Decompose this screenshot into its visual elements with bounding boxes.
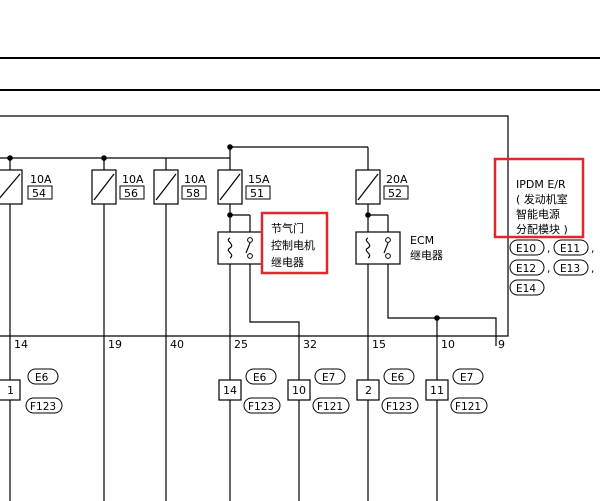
connector-label: E6 <box>253 372 267 384</box>
connector-label: F123 <box>386 401 412 413</box>
fuse-56-number: 56 <box>124 187 138 200</box>
connector-label: F123 <box>30 401 56 413</box>
throttle-relay-label-1: 节气门 <box>271 221 304 235</box>
connector-label: F123 <box>248 401 274 413</box>
fuse-56-amp: 10A <box>122 173 144 186</box>
fuse-51-amp: 15A <box>248 173 270 186</box>
wire-ecm-output <box>387 264 497 336</box>
module-comma: , <box>591 263 594 275</box>
fuse-58-number: 58 <box>186 187 200 200</box>
module-label-4: 分配模块 ) <box>516 223 568 236</box>
pin-number: 25 <box>234 338 248 351</box>
pin-number: 40 <box>170 338 184 351</box>
terminal-2: 2 E6 F123 <box>356 368 419 414</box>
module-connectors: E10 , E11 , E12 , E13 , E14 <box>509 239 594 296</box>
module-connector-e12: E12 <box>516 263 536 275</box>
terminal-10-e7: 10 E7 F121 <box>287 368 350 414</box>
pin-number: 15 <box>372 338 386 351</box>
module-label-2: ( 发动机室 <box>516 192 568 206</box>
fuse-58: 10A 58 <box>153 169 207 205</box>
connector-label: E7 <box>322 372 335 384</box>
terminal-number: 10 <box>292 384 306 397</box>
module-connector-e11: E11 <box>560 243 580 255</box>
module-connector-e14: E14 <box>516 283 536 295</box>
module-connector-e10: E10 <box>516 243 536 255</box>
module-connector-e13: E13 <box>560 263 580 275</box>
highlight-ipdm-module <box>493 157 585 239</box>
connector-label: E6 <box>35 372 49 384</box>
junction-dot <box>7 155 13 161</box>
module-label-3: 智能电源 <box>516 207 560 221</box>
pin-number: 9 <box>498 338 505 351</box>
ecm-relay <box>355 214 401 265</box>
terminal-number: 14 <box>223 384 237 397</box>
junction-dot <box>101 155 107 161</box>
fuse-56: 10A 56 <box>91 169 145 205</box>
module-comma: , <box>591 243 594 255</box>
connector-label: F121 <box>317 401 343 413</box>
throttle-relay <box>217 214 263 265</box>
fuse-54: 10A 54 <box>0 169 53 205</box>
ecm-relay-label-1: ECM <box>410 234 434 247</box>
throttle-relay-label-2: 控制电机 <box>271 238 315 252</box>
connector-label: F121 <box>455 401 481 413</box>
ecm-relay-label-2: 继电器 <box>410 249 443 262</box>
terminal-1: 1 E6 F123 <box>0 368 63 414</box>
terminal-number: 1 <box>7 384 14 397</box>
junction-dot <box>227 144 233 150</box>
wire-32 <box>249 264 300 501</box>
pin-number: 19 <box>108 338 122 351</box>
terminal-number: 11 <box>430 384 444 397</box>
pin-number: 10 <box>441 338 455 351</box>
fuse-52-amp: 20A <box>386 173 408 186</box>
connector-label: E6 <box>391 372 405 384</box>
terminal-11: 11 E7 F121 <box>425 368 488 414</box>
module-comma: , <box>547 243 550 255</box>
pin-number: 14 <box>14 338 28 351</box>
module-comma: , <box>547 263 550 275</box>
pin-number: 32 <box>303 338 317 351</box>
fuse-58-amp: 10A <box>184 173 206 186</box>
fuse-52: 20A 52 <box>355 169 409 205</box>
highlight-throttle-relay <box>260 211 329 275</box>
fuse-51: 15A 51 <box>217 169 271 205</box>
terminal-14: 14 E6 F123 <box>218 368 281 414</box>
throttle-relay-label-3: 继电器 <box>271 256 304 269</box>
fuse-52-number: 52 <box>388 187 402 200</box>
fuse-54-number: 54 <box>32 187 46 200</box>
ipdm-module-boundary <box>0 115 509 337</box>
fuse-51-number: 51 <box>250 187 264 200</box>
module-label-1: IPDM E/R <box>516 178 566 191</box>
terminal-number: 2 <box>365 384 372 397</box>
connector-label: E7 <box>460 372 473 384</box>
fuse-54-amp: 10A <box>30 173 52 186</box>
